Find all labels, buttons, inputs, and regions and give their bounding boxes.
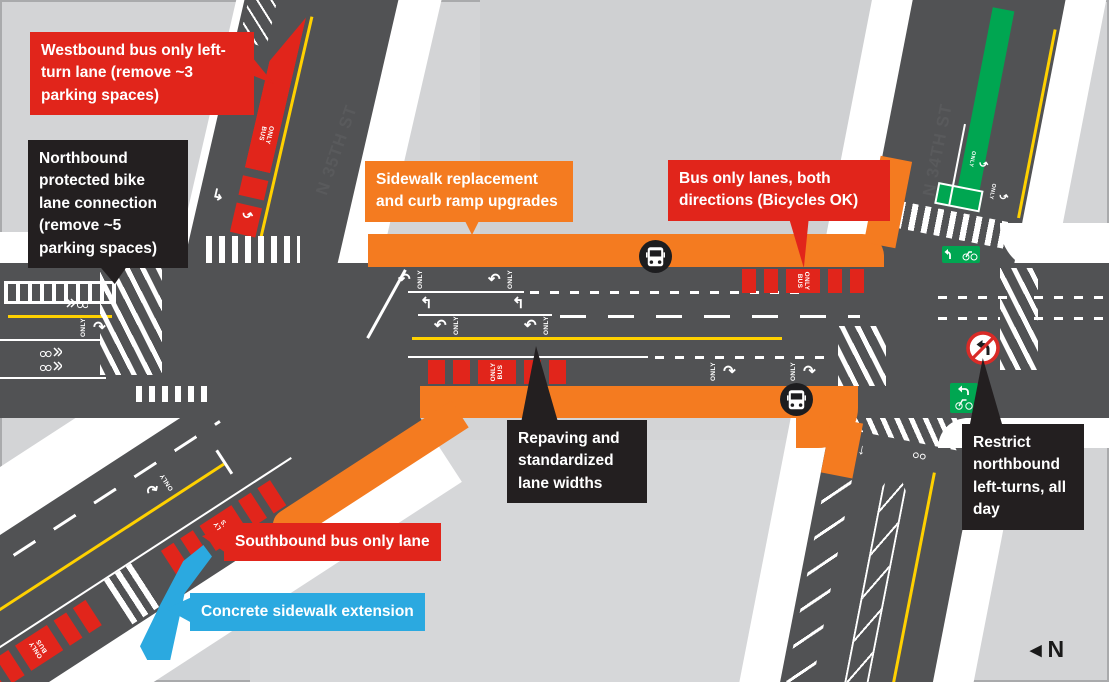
turn-only-marking: ↶ ONLY	[398, 269, 430, 290]
turn-arrow-icon: ↷	[93, 319, 106, 336]
turn-only-marking: ↶ ONLY	[524, 315, 556, 336]
callout-text: Southbound bus only lane	[235, 533, 430, 550]
only-label: ONLY	[790, 361, 798, 382]
lane-dashes	[530, 291, 810, 294]
callout-text: Northbound protected bike lane connectio…	[39, 150, 158, 257]
north-label: N	[1047, 636, 1065, 662]
bus-lane-block	[428, 360, 445, 384]
lane-dashes	[560, 315, 860, 318]
bike-left-turn-sign-icon	[950, 383, 978, 413]
turn-only-marking: ONLY ↷	[74, 317, 106, 338]
north-compass: ◀ N	[1030, 636, 1064, 663]
callout-repaving: Repaving and standardized lane widths	[507, 420, 647, 504]
only-marking: ONLY	[803, 271, 811, 291]
only-marking: ONLY	[489, 362, 497, 382]
turn-only-marking: ↶ ONLY	[434, 315, 466, 336]
bus-lane-block	[742, 269, 756, 293]
lane-dashes	[938, 317, 1000, 320]
turn-arrow-icon: ↶	[398, 271, 411, 288]
crosswalk	[136, 386, 212, 402]
diagonal-crosswalk	[1000, 268, 1038, 370]
ladder-crosswalk	[4, 281, 116, 304]
lane-line	[0, 377, 106, 379]
turn-arrow-icon: ↶	[488, 271, 501, 288]
bike-sharrow-icon	[40, 361, 62, 372]
bus-marking: BUS	[796, 273, 803, 289]
bike-sharrow-icon	[912, 452, 926, 460]
no-left-turn-sign-icon	[966, 331, 1000, 365]
callout-text: Concrete sidewalk extension	[201, 603, 414, 620]
callout-text: Bus only lanes, both directions (Bicycle…	[679, 170, 859, 210]
bike-sharrow-icon	[66, 298, 88, 309]
only-label: ONLY	[416, 269, 424, 290]
only-label: ONLY	[158, 472, 175, 493]
callout-concrete-sidewalk: Concrete sidewalk extension	[190, 593, 425, 632]
lane-dashes	[938, 296, 1012, 299]
callout-text: Sidewalk replacement and curb ramp upgra…	[376, 171, 558, 211]
bus-icon	[780, 383, 813, 416]
callout-sidewalk-upgrades: Sidewalk replacement and curb ramp upgra…	[365, 161, 573, 222]
turn-only-marking: ONLY ↷	[784, 361, 816, 382]
callout-text: Westbound bus only left-turn lane (remov…	[41, 42, 226, 104]
bike-left-turn-sign-icon	[942, 246, 980, 263]
lane-dashes	[1034, 296, 1109, 299]
only-label: ONLY	[452, 315, 460, 336]
only-label: ONLY	[80, 317, 88, 338]
only-label: ONLY	[987, 183, 997, 201]
center-line	[412, 337, 782, 340]
callout-southbound-bus: Southbound bus only lane	[224, 523, 441, 562]
bus-lane-block	[549, 360, 566, 384]
callout-bus-only-lanes: Bus only lanes, both directions (Bicycle…	[668, 160, 890, 221]
only-label: ONLY	[542, 315, 550, 336]
turn-arrow-icon: ↶	[240, 205, 255, 223]
turn-arrow-icon: ↶	[434, 317, 447, 334]
callout-westbound-bus-turn: Westbound bus only left-turn lane (remov…	[30, 32, 254, 116]
crosswalk	[206, 236, 300, 263]
lane-line	[408, 356, 648, 358]
turn-arrow-marking: ↰	[512, 296, 525, 311]
lane-line	[0, 339, 102, 341]
diagonal-crosswalk	[100, 267, 162, 375]
callout-restrict-left-turns: Restrict northbound left-turns, all day	[962, 424, 1084, 530]
bus-lane-block	[453, 360, 470, 384]
only-label: ONLY	[506, 269, 514, 290]
bike-sharrow-icon	[40, 347, 62, 358]
lane-dashes	[1034, 317, 1109, 320]
turn-arrow-icon: ↷	[803, 363, 816, 380]
turn-arrow-icon: ↷	[723, 363, 736, 380]
north-arrow-icon: ◀	[1030, 641, 1042, 659]
bus-marking: BUS	[497, 364, 504, 380]
bus-lane-block	[828, 269, 842, 293]
sidewalk-replacement-band-south	[420, 386, 820, 418]
center-line-west	[8, 315, 112, 318]
bus-icon	[639, 240, 672, 273]
diagonal-crosswalk	[838, 326, 886, 386]
lane-line	[408, 291, 524, 293]
bus-lane-block	[850, 269, 864, 293]
callout-text: Restrict northbound left-turns, all day	[973, 434, 1067, 519]
bus-lane-block	[764, 269, 778, 293]
turn-only-marking: ONLY ↷	[704, 361, 736, 382]
lane-dashes	[655, 356, 835, 359]
only-label: ONLY	[710, 361, 718, 382]
turn-arrow-icon: ↰	[512, 295, 525, 312]
only-label: ONLY	[967, 150, 977, 169]
turn-arrow-icon: ↶	[524, 317, 537, 334]
turn-arrow-marking: ↰	[420, 296, 433, 311]
callout-northbound-bike: Northbound protected bike lane connectio…	[28, 140, 188, 269]
turn-only-marking: ↶ ONLY	[488, 269, 520, 290]
turn-arrow-icon: ↰	[420, 295, 433, 312]
callout-text: Repaving and standardized lane widths	[518, 430, 620, 492]
lane-line	[418, 314, 552, 316]
